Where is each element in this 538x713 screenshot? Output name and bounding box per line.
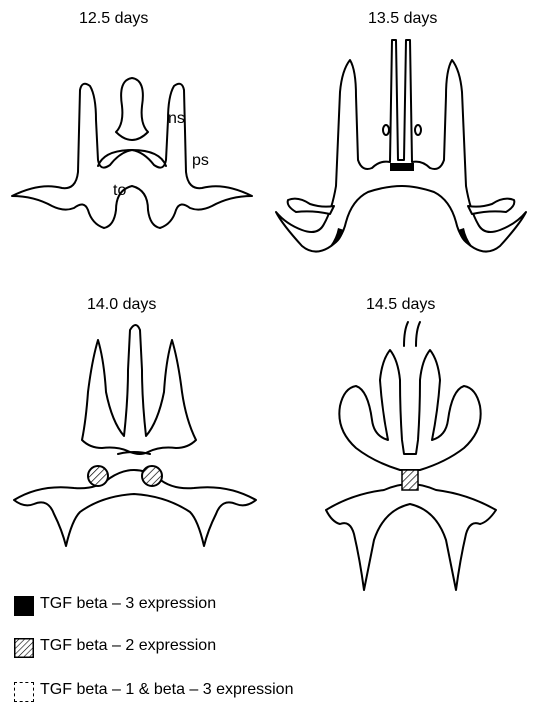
left-shelf-13-5 — [288, 199, 334, 214]
panel-title-14-0: 14.0 days — [87, 296, 156, 314]
panel-14-5-days-drawing — [326, 322, 496, 590]
palate-outline-13-5 — [276, 40, 526, 252]
label-tongue: to — [113, 182, 126, 200]
base-arch-14-5 — [326, 484, 496, 590]
palate-outline-14-0 — [82, 325, 196, 454]
legend-label: TGF beta – 1 & beta – 3 expression — [40, 681, 293, 699]
panel-12-5-days-drawing — [12, 78, 252, 228]
legend-item-tgf-beta3: TGF beta – 3 expression — [14, 594, 434, 620]
panel-13-5-days-drawing — [276, 40, 526, 252]
legend-label: TGF beta – 2 expression — [40, 637, 216, 655]
legend-swatch-hatched — [14, 638, 36, 660]
organ-right-13-5 — [415, 125, 421, 135]
legend-swatch-white — [14, 682, 34, 702]
base-arch-14-0 — [14, 470, 256, 546]
panel-title-13-5: 13.5 days — [368, 10, 437, 28]
palate-outline-14-5 — [339, 350, 480, 470]
legend-label: TGF beta – 3 expression — [40, 595, 216, 613]
legend-item-tgf-beta2: TGF beta – 2 expression — [14, 636, 434, 662]
panel-title-12-5: 12.5 days — [79, 10, 148, 28]
panel-title-14-5: 14.5 days — [366, 296, 435, 314]
nasal-septum-12-5 — [116, 78, 148, 140]
tgf-beta2-midline-14-5 — [402, 470, 418, 490]
legend-item-tgf-beta1-beta3: TGF beta – 1 & beta – 3 expression — [14, 680, 434, 706]
legend-swatch-solid-black — [14, 596, 34, 616]
label-palatal-shelf: ps — [192, 152, 209, 170]
septum-lines-14-5 — [404, 322, 420, 346]
organ-left-13-5 — [383, 125, 389, 135]
right-shelf-13-5 — [468, 199, 514, 214]
panel-14-0-days-drawing — [14, 325, 256, 546]
tgf-beta2-left-14-0 — [88, 466, 108, 486]
tgf-beta2-right-14-0 — [142, 466, 162, 486]
label-nasal-septum: ns — [168, 110, 185, 128]
tgf-beta3-midline-13-5 — [390, 163, 414, 171]
